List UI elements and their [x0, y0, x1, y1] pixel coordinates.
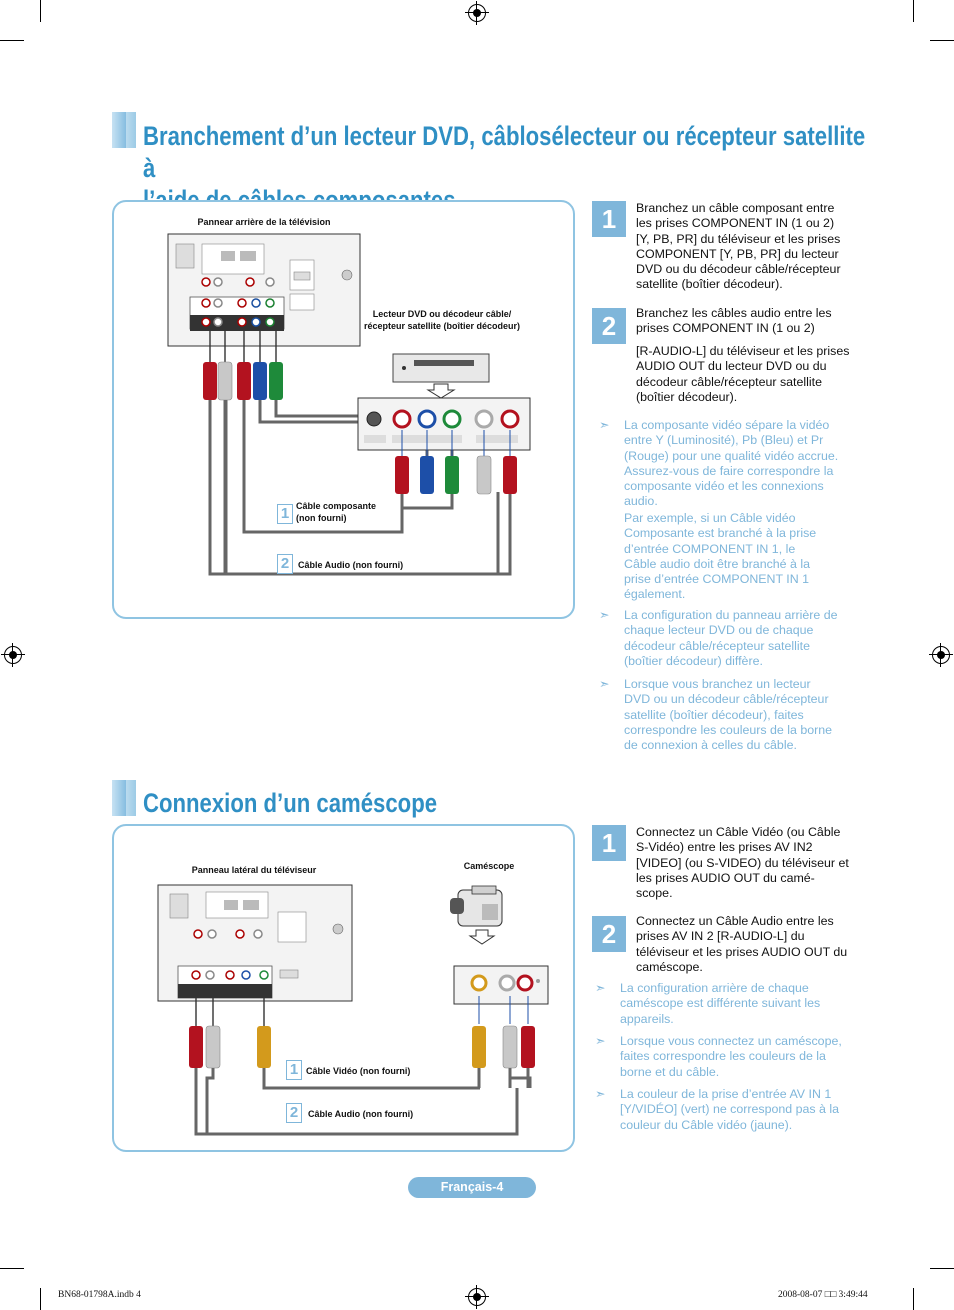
step-text: [R-AUDIO-L] du téléviseur et les prises …	[636, 344, 850, 404]
note: ➣ La composante vidéo sépare la vidéo ent…	[599, 418, 840, 510]
section-marker	[112, 112, 136, 150]
crop-mark	[913, 0, 914, 22]
crop-mark	[0, 1268, 24, 1269]
note: ➣ La configuration du panneau arrière de …	[599, 608, 840, 669]
connection-diagram-panel: Pannear arrière de la télévision Lecteur…	[112, 200, 575, 619]
note-arrow-icon: ➣	[599, 608, 610, 622]
note-text: La configuration arrière de chaque camés…	[620, 981, 821, 1026]
note: ➣ Lorsque vous connectez un caméscope, fa…	[595, 1034, 842, 1080]
note-text: La couleur de la prise d’entrée AV IN 1 …	[620, 1087, 839, 1132]
section-marker	[112, 780, 136, 818]
crop-mark	[40, 1288, 41, 1310]
registration-mark-icon	[929, 643, 953, 667]
registration-mark-icon	[1, 643, 25, 667]
section-title: Connexion d’un caméscope	[143, 788, 438, 818]
note-text: Lorsque vous branchez un lecteur DVD ou …	[624, 677, 833, 753]
camcorder-label: Caméscope	[463, 861, 515, 871]
audio-cable-label: Câble Audio (non fourni)	[308, 1109, 414, 1119]
tv-panel-label: Pannear arrière de la télévision	[197, 217, 331, 227]
crop-mark	[930, 1268, 954, 1269]
note-arrow-icon: ➣	[599, 677, 610, 691]
crop-mark	[913, 1288, 914, 1310]
note: ➣ Lorsque vous branchez un lecteur DVD ou…	[599, 677, 840, 753]
step-number: 2	[592, 308, 626, 344]
note-arrow-icon: ➣	[595, 981, 606, 995]
step-number: 2	[592, 916, 626, 952]
component-cable-label: Câble composante (non fourni)	[296, 501, 377, 523]
video-cable-label: Câble Vidéo (non fourni)	[306, 1066, 411, 1076]
print-slug-left: BN68-01798A.indb 4	[58, 1290, 141, 1300]
note: ➣ La couleur de la prise d’entrée AV IN 1…	[595, 1087, 842, 1133]
note-arrow-icon: ➣	[595, 1087, 606, 1101]
page-number-label: Français-4	[408, 1177, 536, 1198]
step-number: 1	[592, 825, 626, 861]
cable-number: 1	[286, 1060, 302, 1080]
cable-number: 2	[286, 1103, 302, 1123]
note: ➣ La configuration arrière de chaque camé…	[595, 981, 840, 1027]
cable-number: 1	[277, 504, 293, 524]
tv-panel-label: Panneau latéral du téléviseur	[191, 865, 317, 875]
step-text: Branchez un câble composant entre les pr…	[636, 201, 841, 292]
registration-mark-icon	[465, 1, 489, 25]
connection-diagram	[167, 233, 531, 576]
audio-cable-label: Câble Audio (non fourni)	[298, 560, 404, 570]
connection-diagram-panel: Panneau latéral du téléviseur Caméscope …	[112, 824, 575, 1152]
print-slug-right: 2008-08-07 □□ 3:49:44	[778, 1290, 868, 1300]
step-number: 1	[592, 201, 626, 237]
dvd-label: Lecteur DVD ou décodeur câble/ récepteur…	[363, 309, 521, 331]
step-text: Branchez les câbles audio entre les pris…	[636, 306, 832, 336]
crop-mark	[0, 40, 24, 41]
note-arrow-icon: ➣	[595, 1034, 606, 1048]
note-text: Lorsque vous connectez un caméscope, fai…	[620, 1034, 842, 1079]
title-line: Branchement d’un lecteur DVD, câblosélec…	[143, 121, 866, 183]
step-text: Connectez un Câble Vidéo (ou Câble S-Vid…	[636, 825, 849, 901]
step-text: Connectez un Câble Audio entre les prise…	[636, 914, 848, 974]
crop-mark	[40, 0, 41, 22]
cable-number: 2	[277, 554, 293, 574]
note-text: Par exemple, si un Câble vidéo Composant…	[624, 511, 817, 602]
note-text: La composante vidéo sépare la vidéo entr…	[624, 418, 839, 509]
crop-mark	[930, 40, 954, 41]
connection-diagram	[157, 884, 549, 1136]
note-text: La configuration du panneau arrière de c…	[624, 608, 838, 668]
registration-mark-icon	[465, 1285, 489, 1309]
note-arrow-icon: ➣	[599, 418, 610, 432]
